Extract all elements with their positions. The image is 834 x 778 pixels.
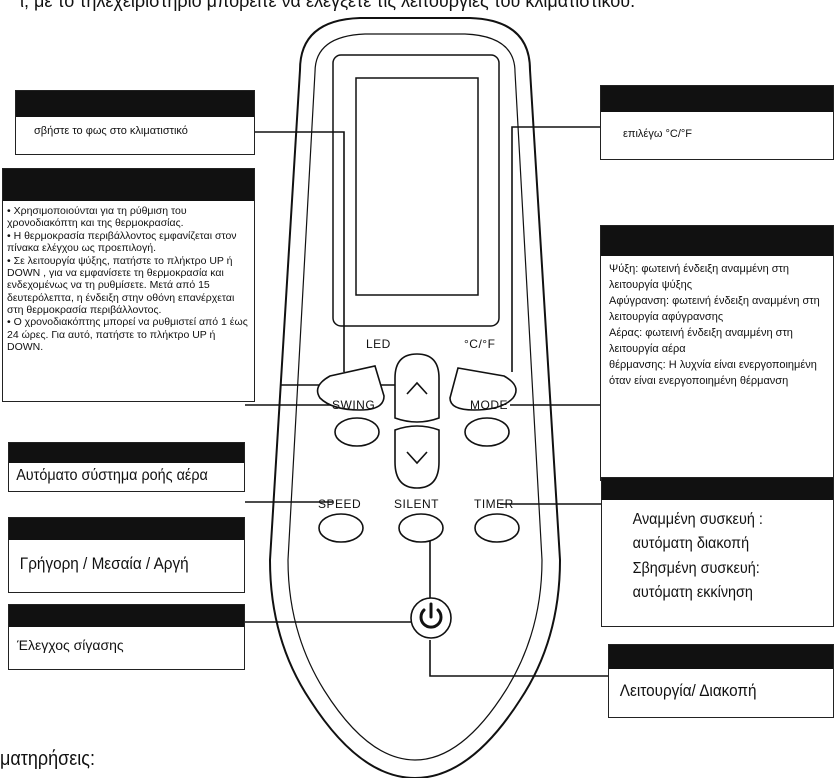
temp-unit-button[interactable]	[449, 367, 517, 411]
notes-title: ματηρήσεις:	[0, 748, 95, 770]
silent-label: SILENT	[394, 497, 440, 511]
silent-button[interactable]	[398, 513, 444, 543]
callout-timer: Αναμμένη συσκευή : αυτόματη διακοπή Σβησ…	[601, 477, 834, 627]
display-frame	[332, 54, 500, 327]
callout-speed-header	[9, 518, 244, 540]
callout-swing-header	[9, 443, 244, 463]
remote-inner-outline	[287, 33, 543, 761]
temp-unit-label: °C/°F	[464, 337, 496, 351]
header-fragment: ι, με το τηλεχειριστήριο μπορείτε να ελέ…	[20, 0, 636, 11]
speed-label: SPEED	[318, 497, 362, 511]
power-icon	[419, 602, 443, 629]
leader-power	[429, 640, 608, 677]
callout-power: Λειτουργία/ Διακοπή	[608, 644, 834, 718]
up-button[interactable]	[394, 353, 440, 423]
callout-silent: Έλεγχος σίγασης	[8, 604, 245, 670]
mode-label: MODE	[470, 398, 508, 412]
callout-timer-header	[602, 478, 833, 500]
callout-updown-text: • Χρησιμοποιούνται για τη ρύθμιση του χρ…	[7, 205, 248, 354]
callout-temp-unit-header	[601, 86, 833, 112]
callout-silent-header	[9, 605, 244, 627]
down-button[interactable]	[394, 425, 440, 489]
callout-speed-text: Γρήγορη / Μεσαία / Αργή	[19, 554, 189, 573]
callout-power-text: Λειτουργία/ Διακοπή	[619, 681, 757, 700]
callout-timer-text: Αναμμένη συσκευή : αυτόματη διακοπή Σβησ…	[632, 511, 763, 601]
leader-temp-unit	[511, 126, 600, 372]
remote-outer-outline	[268, 17, 562, 778]
led-label: LED	[366, 337, 391, 351]
callout-silent-text: Έλεγχος σίγασης	[17, 637, 124, 653]
chevron-up-icon	[406, 381, 428, 395]
callout-mode-text: Ψύξη: φωτεινή ένδειξη αναμμένη στη λειτο…	[609, 263, 820, 387]
swing-button[interactable]	[334, 417, 380, 447]
callout-power-header	[609, 645, 833, 669]
callout-led: σβήστε το φως στο κλιματιστικό	[15, 90, 255, 155]
callout-temp-unit: επιλέγω °C/°F	[600, 85, 834, 160]
callout-led-header	[16, 91, 254, 117]
timer-label: TIMER	[474, 497, 514, 511]
callout-updown-header	[3, 169, 254, 201]
callout-mode-header	[601, 226, 833, 256]
callout-temp-unit-text: επιλέγω °C/°F	[623, 128, 693, 140]
callout-speed: Γρήγορη / Μεσαία / Αργή	[8, 517, 245, 593]
timer-button[interactable]	[474, 513, 520, 543]
callout-led-text: σβήστε το φως στο κλιματιστικό	[34, 125, 188, 137]
leader-silent	[245, 540, 431, 623]
swing-label: SWING	[332, 398, 376, 412]
chevron-down-icon	[406, 451, 428, 465]
callout-mode: Ψύξη: φωτεινή ένδειξη αναμμένη στη λειτο…	[600, 225, 834, 481]
callout-swing: Αυτόματο σύστημα ροής αέρα	[8, 442, 245, 492]
leader-led	[255, 131, 345, 372]
callout-updown: • Χρησιμοποιούνται για τη ρύθμιση του χρ…	[2, 168, 255, 402]
display-screen	[355, 77, 479, 296]
callout-swing-text: Αυτόματο σύστημα ροής αέρα	[16, 467, 208, 484]
led-button[interactable]	[316, 365, 385, 411]
mode-button[interactable]	[464, 417, 510, 447]
speed-button[interactable]	[318, 513, 364, 543]
